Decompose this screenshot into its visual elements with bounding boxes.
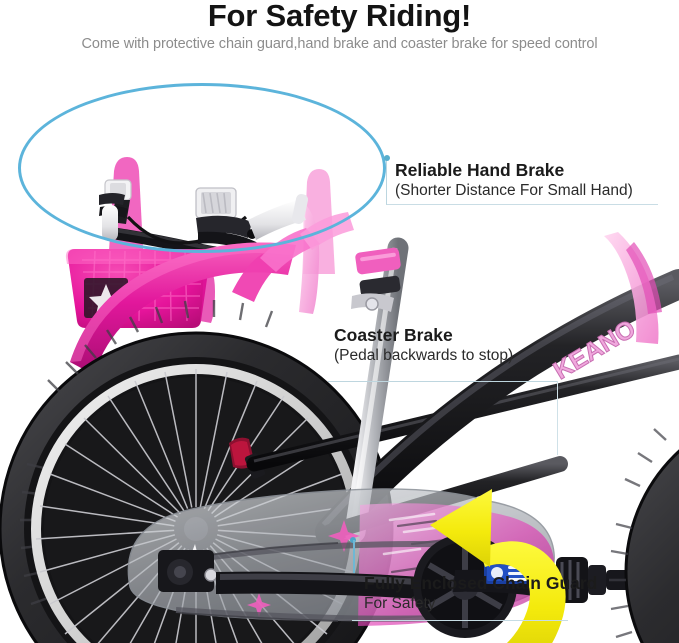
callout-coaster-brake: Coaster Brake (Pedal backwards to stop) (328, 325, 558, 455)
callout-chain-guard: Fully Enclosed Chain Guard For Safety (350, 537, 598, 621)
page-title: For Safety Riding! (207, 0, 472, 33)
leader-line-coaster-vertical (557, 381, 558, 455)
callout-chain-guard-title: Fully Enclosed Chain Guard (364, 573, 598, 593)
pedal-backwards-arrow (430, 489, 566, 643)
handlebar-streamer (604, 232, 659, 344)
leader-dot-hand-brake (383, 154, 390, 161)
leader-line-chain-horizontal (352, 620, 568, 621)
front-wheel-fragment (609, 428, 679, 643)
bicycle-photo: KEANO (0, 62, 679, 643)
callout-hand-brake: Reliable Hand Brake (Shorter Distance Fo… (383, 154, 658, 205)
callout-coaster-brake-subtitle: (Pedal backwards to stop) (334, 347, 514, 365)
callout-hand-brake-title: Reliable Hand Brake (395, 160, 565, 180)
page-subtitle: Come with protective chain guard,hand br… (81, 36, 598, 52)
leader-line-coaster-horizontal (328, 381, 558, 382)
callout-coaster-brake-title: Coaster Brake (334, 325, 453, 345)
callout-chain-guard-subtitle: For Safety (364, 595, 436, 613)
callout-hand-brake-subtitle: (Shorter Distance For Small Hand) (395, 182, 633, 200)
seat-tube (344, 237, 409, 543)
leader-line-chain-guard (353, 540, 355, 573)
